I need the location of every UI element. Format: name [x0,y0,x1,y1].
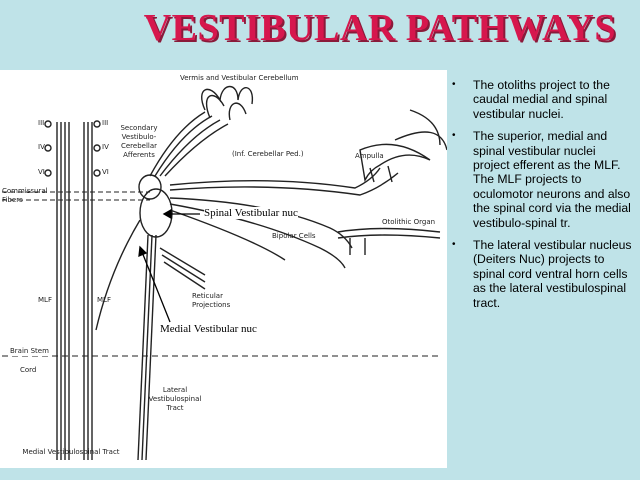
label-inf-cerebellar-ped: (Inf. Cerebellar Ped.) [232,150,304,158]
label-nerve-vi-left: VI [38,168,45,176]
label-reticular-projections: Reticular Projections [192,292,231,309]
label-cord: Cord [20,366,37,374]
label-vermis: Vermis and Vestibular Cerebellum [180,74,299,82]
label-otolithic-organ: Otolithic Organ [382,218,436,226]
bullet-text: The superior, medial and spinal vestibul… [473,129,631,230]
slide-title: VESTIBULAR PATHWAYS [143,7,616,49]
annotation-medial-vestibular-nuc: Medial Vestibular nuc [160,323,257,335]
label-commissural-fibers: Commissural Fibers [2,187,48,204]
bullet-item: • The lateral vestibular nucleus (Deiters… [452,238,634,310]
bullet-item: • The otoliths project to the caudal medi… [452,78,634,121]
label-secondary-afferents: Secondary Vestibulo-Cerebellar Afferents [120,124,158,159]
bullet-marker: • [452,79,456,90]
label-medial-vestibulospinal-tract: Medial Vestibulospinal Tract [22,448,120,456]
label-mlf-right: MLF [97,296,111,304]
label-nerve-iii-right: III [102,119,109,127]
bullet-marker: • [452,130,456,142]
label-brain-stem: Brain Stem [10,347,49,356]
annotation-spinal-vestibular-nuc: Spinal Vestibular nuc [204,207,298,219]
label-ampulla: Ampulla [355,152,384,160]
label-nerve-iv-right: IV [102,143,109,151]
bullet-text: The lateral vestibular nucleus (Deiters … [473,238,632,310]
bullet-text: The otoliths project to the caudal media… [473,78,610,121]
pathway-drawing [2,85,447,461]
label-nerve-iii-left: III [38,119,45,127]
label-bipolar-cells: Bipolar Cells [272,232,316,240]
pathway-diagram: Vermis and Vestibular Cerebellum Seconda… [0,70,447,468]
label-nerve-iv-left: IV [38,143,45,151]
label-nerve-vi-right: VI [102,168,109,176]
bullet-list: • The otoliths project to the caudal medi… [452,78,634,318]
label-mlf-left: MLF [38,296,52,304]
label-lateral-vestibulospinal-tract: Lateral Vestibulospinal Tract [148,386,202,412]
bullet-item: • The superior, medial and spinal vestibu… [452,129,634,230]
bullet-marker: • [452,239,456,251]
